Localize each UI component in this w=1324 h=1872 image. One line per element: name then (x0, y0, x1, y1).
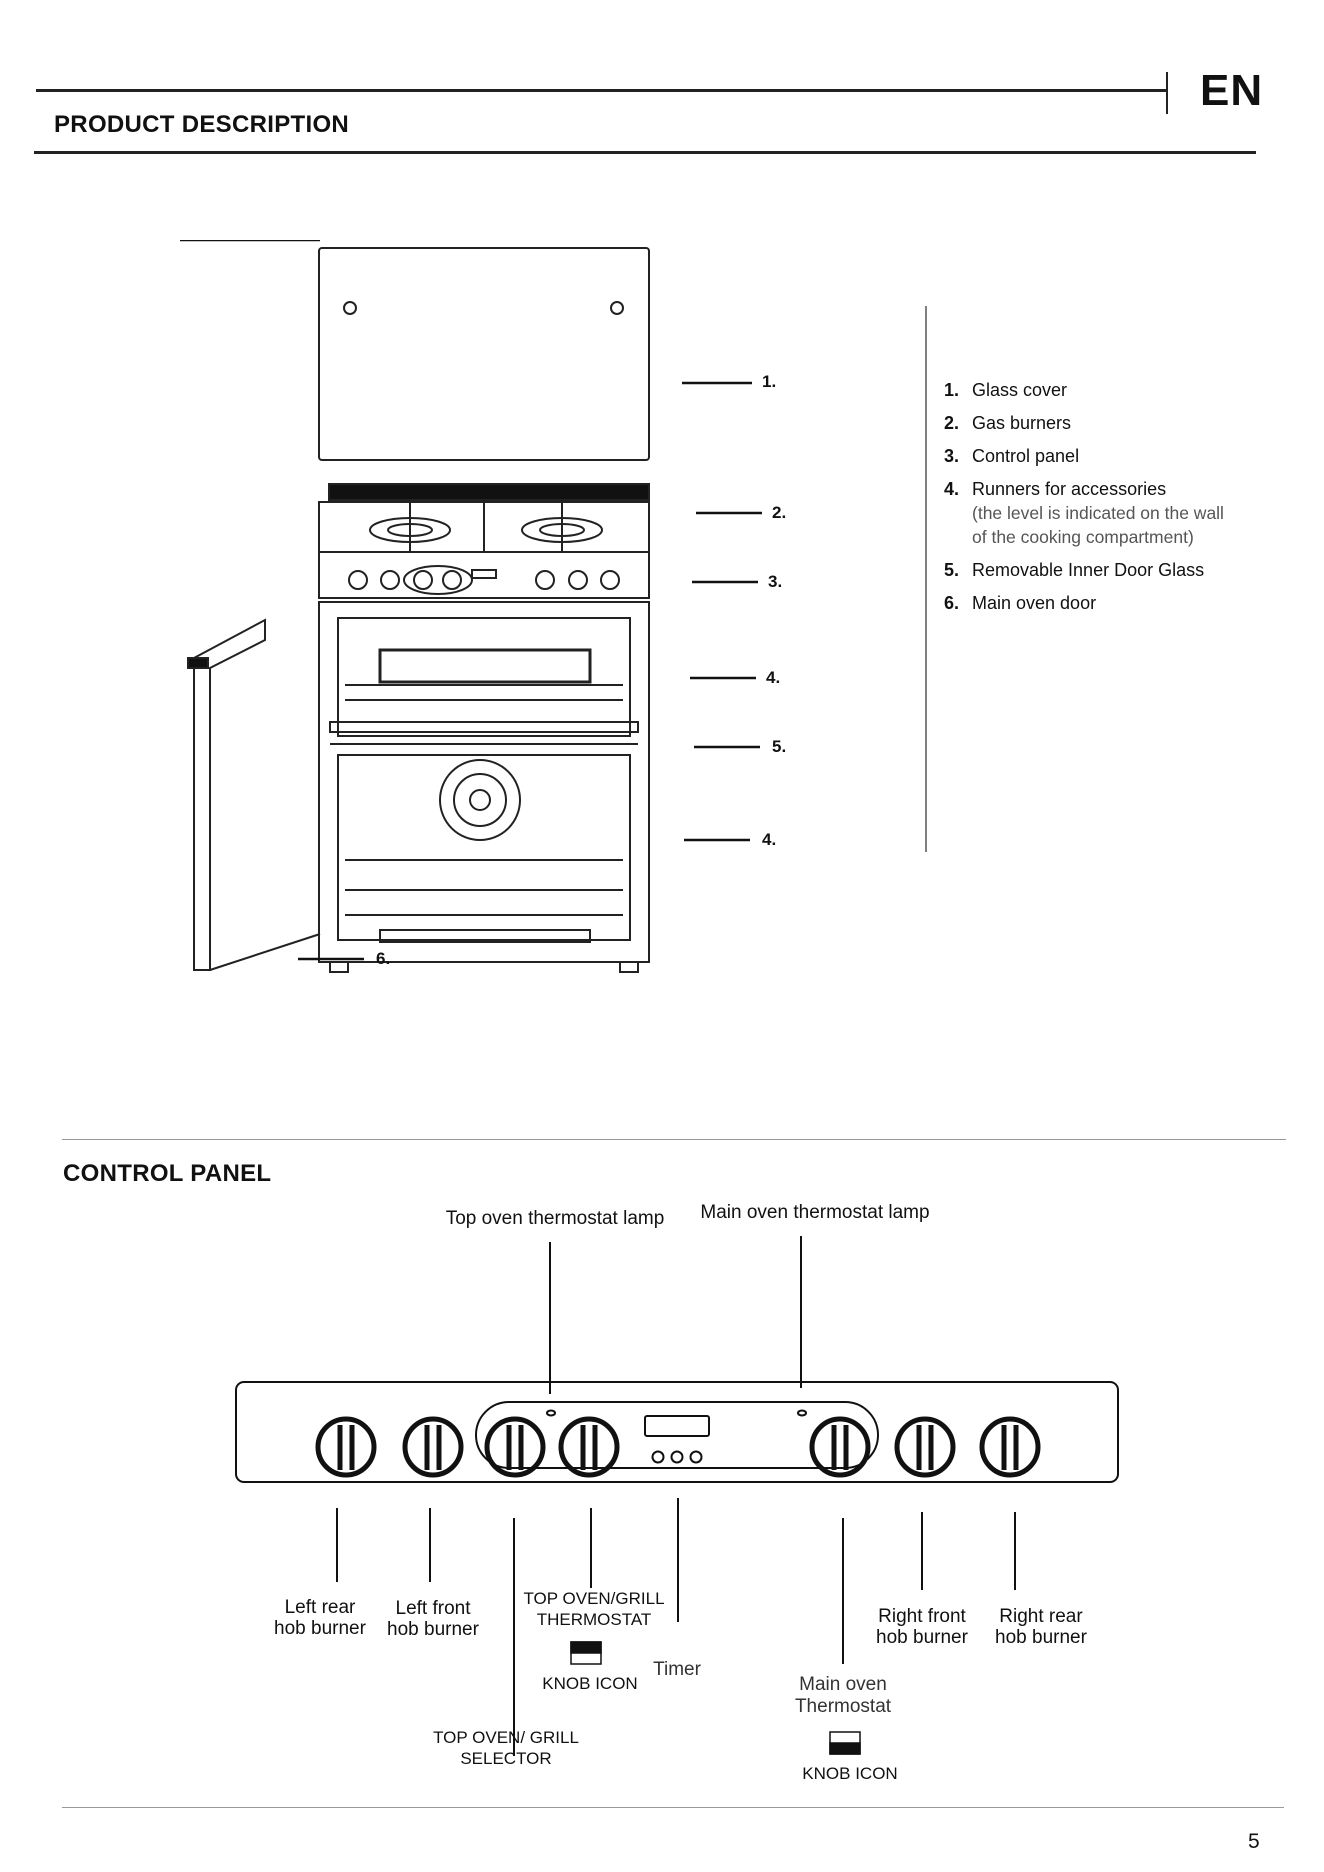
top-oven-grill-selector-label: TOP OVEN/ GRILL SELECTOR (420, 1727, 592, 1769)
legend-item: 6. Main oven door (944, 591, 1274, 615)
main-oven-lamp-label: Main oven thermostat lamp (700, 1202, 930, 1223)
knob-icon-label-1: KNOB ICON (542, 1674, 638, 1693)
label-line: Thermostat (794, 1696, 892, 1717)
label-line: SELECTOR (460, 1749, 552, 1768)
legend-num: 3. (944, 446, 960, 466)
callout-3: 3. (768, 572, 783, 591)
legend-text: Control panel (972, 446, 1080, 466)
legend-text: Main oven door (972, 593, 1097, 613)
legend-item: 1. Glass cover (944, 378, 1274, 402)
callout-2: 2. (772, 503, 787, 522)
legend-num: 6. (944, 593, 960, 613)
label-line: hob burner (387, 1619, 479, 1640)
right-rear-burner-label: Right rear hob burner (986, 1606, 1096, 1648)
label-line: hob burner (274, 1618, 366, 1639)
top-oven-lamp-label: Top oven thermostat lamp (445, 1208, 665, 1229)
header-bottom-rule (34, 151, 1256, 154)
callout-5: 5. (772, 737, 787, 756)
legend-text-block: Runners for accessories (the level is in… (972, 477, 1224, 549)
parts-legend: 1. Glass cover 2. Gas burners 3. Control… (944, 378, 1274, 624)
callout-1: 1. (762, 372, 777, 391)
page-number: 5 (1248, 1830, 1260, 1853)
legend-text: Gas burners (972, 413, 1072, 433)
label-line: TOP OVEN/ GRILL (433, 1728, 579, 1747)
label-line: Right rear (999, 1606, 1083, 1627)
legend-item: 5. Removable Inner Door Glass (944, 558, 1274, 582)
label-line: Left front (395, 1598, 471, 1619)
legend-item: 4. Runners for accessories (the level is… (944, 477, 1274, 549)
knob-icon-symbol (570, 1641, 861, 1755)
label-line: Right front (878, 1606, 966, 1627)
right-front-burner-label: Right front hob burner (866, 1606, 978, 1648)
main-oven-thermostat-label: Main oven Thermostat (770, 1674, 916, 1718)
legend-subtext: (the level is indicated on the wall (972, 503, 1224, 523)
callout-4a: 4. (766, 668, 781, 687)
label-line: hob burner (876, 1627, 968, 1648)
legend-text: Runners for accessories (972, 479, 1167, 499)
label-line: Left rear (284, 1597, 356, 1618)
control-panel-top-rule (62, 1139, 1286, 1140)
control-panel-diagram (235, 1236, 1119, 1756)
legend-text: Glass cover (972, 380, 1068, 400)
label-line: TOP OVEN/GRILL (523, 1589, 665, 1608)
header-top-rule (36, 89, 1168, 92)
footer-rule (62, 1807, 1284, 1808)
callout-lines (298, 306, 927, 961)
language-badge: EN (1200, 66, 1264, 115)
label-line: THERMOSTAT (536, 1610, 652, 1629)
left-front-burner-label: Left front hob burner (378, 1598, 488, 1640)
legend-num: 1. (944, 380, 960, 400)
top-oven-grill-thermostat-label: TOP OVEN/GRILL THERMOSTAT (510, 1588, 678, 1630)
legend-item: 3. Control panel (944, 444, 1274, 468)
cooker-diagram (180, 240, 650, 973)
header-divider-tick (1166, 72, 1168, 114)
legend-subtext: of the cooking compartment) (972, 527, 1194, 547)
label-line: Main oven (799, 1674, 887, 1695)
legend-text: Removable Inner Door Glass (972, 560, 1205, 580)
legend-num: 2. (944, 413, 960, 433)
callout-6: 6. (376, 949, 391, 968)
label-line: hob burner (995, 1627, 1087, 1648)
callout-4b: 4. (762, 830, 777, 849)
legend-item: 2. Gas burners (944, 411, 1274, 435)
legend-num: 5. (944, 560, 960, 580)
timer-label: Timer (653, 1659, 701, 1680)
control-panel-title: CONTROL PANEL (63, 1160, 272, 1187)
product-description-title: PRODUCT DESCRIPTION (54, 111, 350, 138)
legend-num: 4. (944, 479, 960, 499)
left-rear-burner-label: Left rear hob burner (262, 1597, 378, 1639)
knob-icon-label-2: KNOB ICON (802, 1764, 898, 1783)
